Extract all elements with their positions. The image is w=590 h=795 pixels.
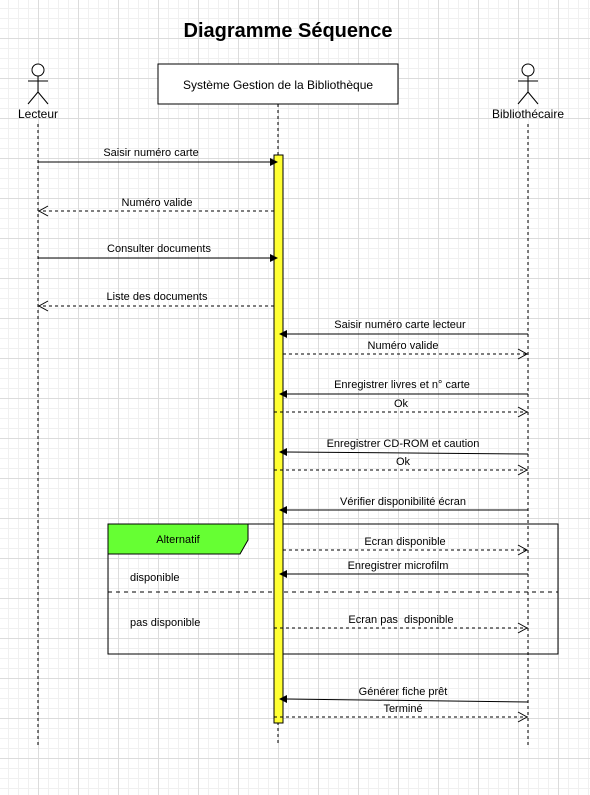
actor-lecteur[interactable]: Lecteur — [18, 63, 58, 121]
message-label: Ok — [394, 398, 409, 410]
message-label: Ok — [396, 456, 411, 468]
alt-tag-label: Alternatif — [156, 534, 200, 546]
lecteur-figure-icon — [27, 63, 49, 105]
message-3[interactable]: Consulter documents — [38, 243, 278, 262]
system-label: Système Gestion de la Bibliothèque — [183, 78, 373, 92]
arrowhead-filled-icon — [279, 695, 287, 703]
message-label: Vérifier disponibilité écran — [340, 496, 466, 508]
bibliothecaire-figure-icon — [517, 63, 539, 105]
message-4[interactable]: Liste des documents — [37, 291, 274, 312]
message-16[interactable]: Terminé — [274, 703, 529, 723]
alt-fragment[interactable]: Alternatif disponible pas disponible — [107, 523, 559, 655]
activation-bar — [273, 154, 284, 724]
actor-bibliothecaire-label: Bibliothécaire — [492, 107, 564, 121]
message-12[interactable]: Ecran disponible — [283, 536, 529, 556]
message-13[interactable]: Enregistrer microfilm — [279, 560, 528, 578]
message-8[interactable]: Ok — [274, 398, 529, 418]
arrowhead-filled-icon — [279, 390, 287, 398]
arrowhead-filled-icon — [270, 158, 278, 166]
message-label: Enregistrer CD-ROM et caution — [327, 438, 480, 450]
alt-guard-disponible: disponible — [130, 572, 180, 584]
message-label: Numéro valide — [368, 340, 439, 352]
arrowhead-filled-icon — [279, 448, 287, 456]
actor-lecteur-label: Lecteur — [18, 107, 58, 121]
message-9[interactable]: Enregistrer CD-ROM et caution — [279, 438, 529, 456]
message-6[interactable]: Numéro valide — [283, 340, 529, 360]
alt-frame — [107, 523, 559, 655]
message-label: Terminé — [383, 703, 422, 715]
arrowhead-open-icon — [37, 300, 49, 312]
message-label: Générer fiche prêt — [359, 686, 448, 698]
arrowhead-open-icon — [517, 622, 529, 634]
arrowhead-open-icon — [517, 348, 529, 360]
message-label: Saisir numéro carte — [103, 147, 198, 159]
arrowhead-filled-icon — [279, 506, 287, 514]
arrowhead-open-icon — [517, 406, 529, 418]
arrowhead-filled-icon — [279, 330, 287, 338]
message-10[interactable]: Ok — [274, 456, 529, 476]
messages: Saisir numéro carte Numéro valide Consul… — [37, 147, 529, 723]
arrowhead-filled-icon — [279, 570, 287, 578]
system-participant[interactable]: Système Gestion de la Bibliothèque — [157, 63, 399, 105]
actor-bibliothecaire[interactable]: Bibliothécaire — [492, 63, 564, 121]
arrowhead-open-icon — [517, 711, 529, 723]
message-label: Enregistrer livres et n° carte — [334, 379, 470, 391]
message-label: Saisir numéro carte lecteur — [334, 319, 466, 331]
arrowhead-filled-icon — [270, 254, 278, 262]
message-1[interactable]: Saisir numéro carte — [38, 147, 278, 166]
arrowhead-open-icon — [517, 544, 529, 556]
message-label: Numéro valide — [122, 197, 193, 209]
message-label: Ecran pas disponible — [348, 614, 453, 626]
diagram-title: Diagramme Séquence — [184, 20, 393, 42]
message-label: Liste des documents — [107, 291, 208, 303]
arrowhead-open-icon — [37, 205, 49, 217]
message-label: Enregistrer microfilm — [348, 560, 449, 572]
message-2[interactable]: Numéro valide — [37, 197, 274, 217]
message-5[interactable]: Saisir numéro carte lecteur — [279, 319, 528, 338]
system-box — [157, 63, 399, 105]
alt-guard-pas-disponible: pas disponible — [130, 617, 200, 629]
message-15[interactable]: Générer fiche prêt — [279, 686, 529, 703]
message-label: Ecran disponible — [364, 536, 445, 548]
message-label: Consulter documents — [107, 243, 211, 255]
alt-tag-shape — [107, 523, 249, 555]
message-14[interactable]: Ecran pas disponible — [274, 614, 529, 634]
arrowhead-open-icon — [517, 464, 529, 476]
message-11[interactable]: Vérifier disponibilité écran — [279, 496, 528, 514]
message-7[interactable]: Enregistrer livres et n° carte — [279, 379, 528, 398]
